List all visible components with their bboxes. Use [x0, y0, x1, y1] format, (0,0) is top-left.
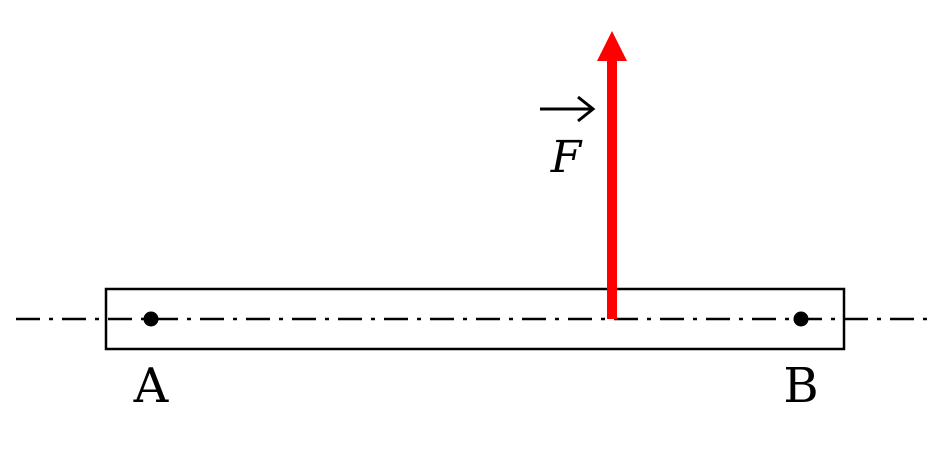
vector-arrow-icon [540, 95, 596, 123]
point-a-label: A [133, 358, 170, 414]
force-label: F [550, 132, 583, 183]
force-arrow-head [597, 31, 627, 61]
force-arrow [597, 31, 627, 319]
point-a-marker [143, 311, 159, 327]
point-b-marker [793, 311, 809, 327]
point-b-label: B [783, 358, 818, 414]
beam [104, 287, 846, 351]
